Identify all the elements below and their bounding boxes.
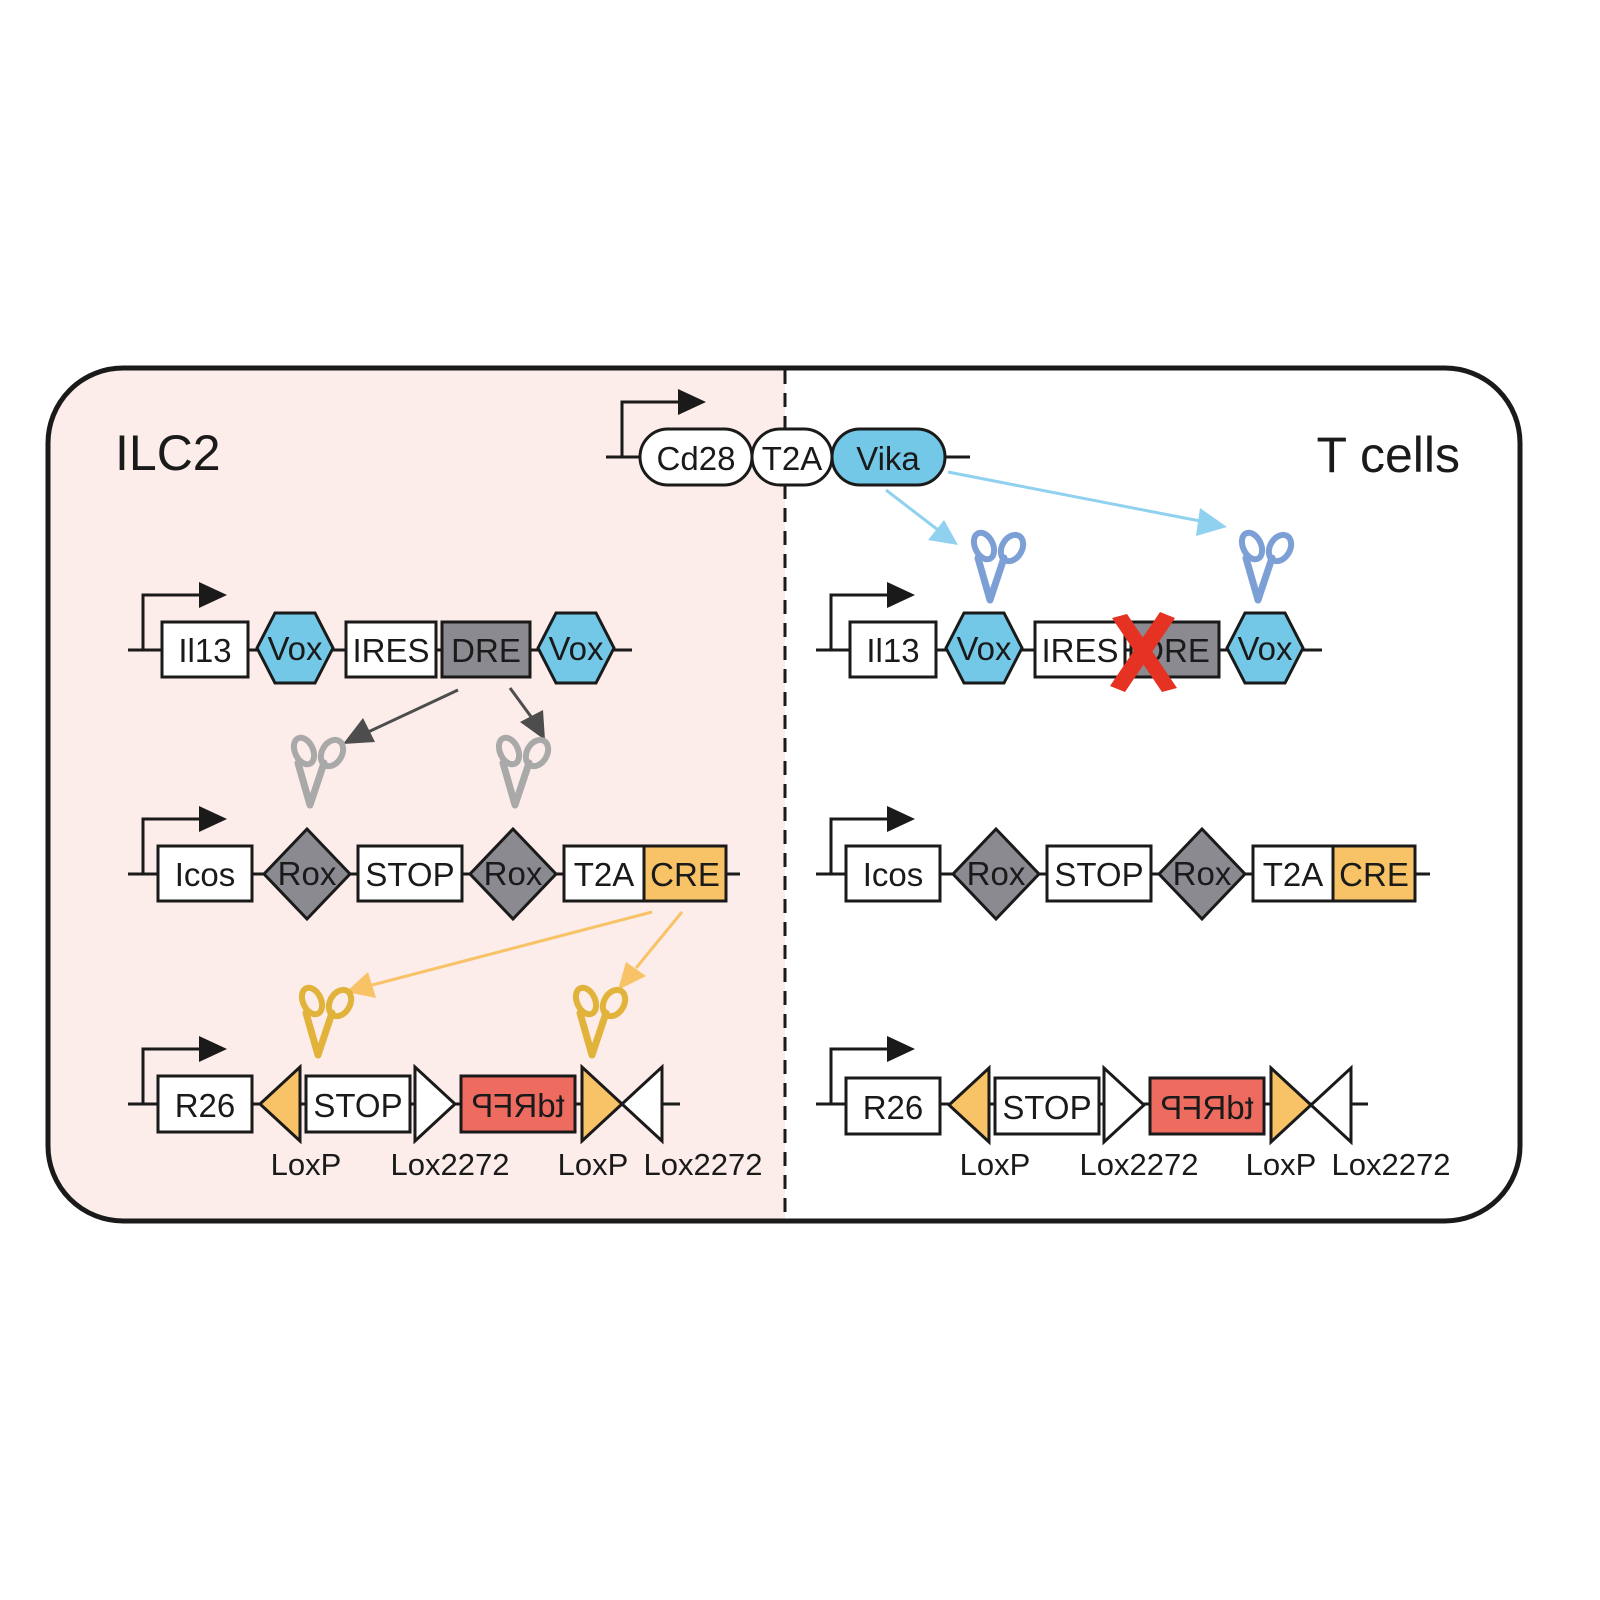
scissors-icon	[1238, 530, 1296, 600]
t-cells-r26-construct: R26 STOP tdRFP LoxP Lox2272 LoxP Lox2272	[816, 1034, 1451, 1182]
cd28-label: Cd28	[657, 440, 736, 477]
r26-stop-label: STOP	[313, 1087, 402, 1124]
vika-arrows	[885, 470, 1227, 545]
t2a-label: T2A	[574, 856, 635, 893]
lox2272-site	[1308, 1064, 1353, 1146]
t-cells-il13-construct: Il13 Vox IRES DRE Vox	[816, 580, 1322, 692]
loxp-label: LoxP	[960, 1147, 1031, 1182]
stop-label: STOP	[365, 856, 454, 893]
vox-site-label: Vox	[548, 630, 604, 667]
rox-site-label: Rox	[967, 855, 1026, 892]
cre-label: CRE	[650, 856, 720, 893]
x-mark-icon	[1110, 612, 1177, 692]
vox-site-label: Vox	[956, 630, 1012, 667]
rox-site-label: Rox	[1173, 855, 1232, 892]
vox-site-label: Vox	[267, 630, 323, 667]
stop-label: STOP	[1054, 856, 1143, 893]
ilc2-r26-construct: R26 STOP tdRFP LoxP Lox2272 LoxP Lox2272	[128, 1034, 763, 1182]
lox2272-label: Lox2272	[1080, 1147, 1199, 1182]
ilc2-icos-construct: Icos Rox STOP Rox T2A CRE	[128, 804, 740, 921]
vox-site-label: Vox	[1237, 630, 1293, 667]
r26-stop-label: STOP	[1002, 1089, 1091, 1126]
loxp-label: LoxP	[1246, 1147, 1317, 1182]
lox2272-label: Lox2272	[391, 1147, 510, 1182]
cd28-vika-driver: Cd28 T2A Vika	[606, 387, 970, 487]
lox2272-site	[413, 1063, 458, 1145]
dre-label: DRE	[451, 632, 521, 669]
icos-label: Icos	[175, 856, 236, 893]
lox2272-site	[1102, 1064, 1147, 1146]
cre-label: CRE	[1339, 856, 1409, 893]
loxp-site	[257, 1063, 302, 1145]
ilc2-il13-construct: Il13 Vox IRES DRE Vox	[128, 580, 632, 685]
lox2272-site	[619, 1063, 664, 1145]
ilc2-panel-title: ILC2	[115, 425, 221, 481]
tdrfp-label: tdRFP	[1160, 1089, 1254, 1126]
il13-label: Il13	[178, 632, 231, 669]
loxp-site	[946, 1064, 991, 1146]
ires-label: IRES	[1041, 632, 1118, 669]
r26-label: R26	[175, 1087, 236, 1124]
rox-site-label: Rox	[278, 855, 337, 892]
cre-arrows	[346, 910, 684, 998]
loxp-label: LoxP	[271, 1147, 342, 1182]
r26-label: R26	[863, 1089, 924, 1126]
ires-label: IRES	[352, 632, 429, 669]
rox-site-label: Rox	[484, 855, 543, 892]
loxp-site	[1269, 1064, 1314, 1146]
t-cells-panel-title: T cells	[1316, 427, 1460, 483]
t-cells-icos-construct: Icos Rox STOP Rox T2A CRE	[816, 804, 1430, 921]
dre-arrows	[343, 687, 545, 744]
tdrfp-label: tdRFP	[471, 1087, 565, 1124]
vika-label: Vika	[856, 440, 920, 477]
driver-t2a-label: T2A	[762, 440, 823, 477]
loxp-label: LoxP	[558, 1147, 629, 1182]
scissors-icon	[970, 530, 1028, 600]
icos-label: Icos	[863, 856, 924, 893]
t2a-label: T2A	[1263, 856, 1324, 893]
loxp-site	[580, 1063, 625, 1145]
lox2272-label: Lox2272	[644, 1147, 763, 1182]
il13-label: Il13	[866, 632, 919, 669]
lox2272-label: Lox2272	[1332, 1147, 1451, 1182]
